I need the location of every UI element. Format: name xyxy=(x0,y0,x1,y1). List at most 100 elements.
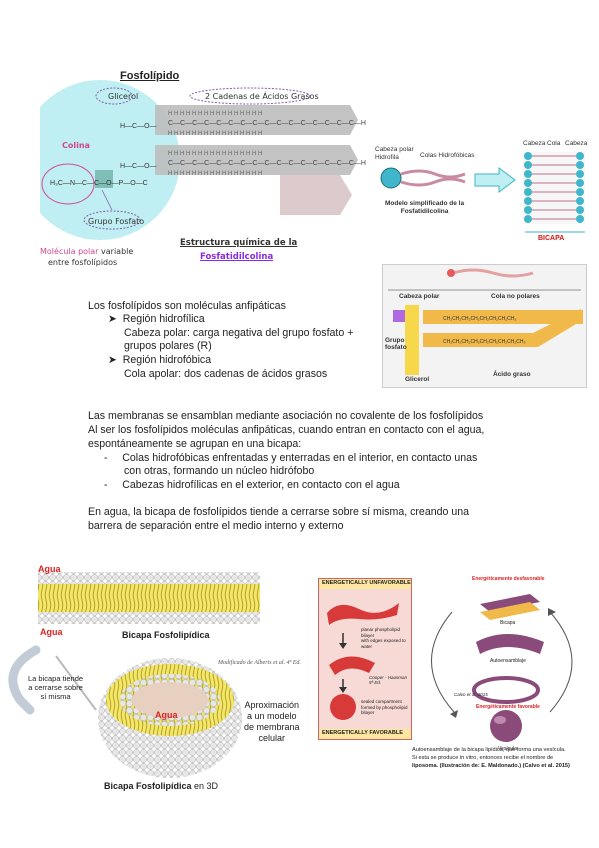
grupo-fosfato-label: Grupo Fosfato xyxy=(88,217,145,226)
choline-ellipse xyxy=(41,163,95,205)
glycerol-atoms: H—C—O— xyxy=(120,123,157,130)
bicapa-label: BICAPA xyxy=(538,235,565,242)
cola-no-polares-label: Cola no polares xyxy=(491,293,540,300)
agua-bottom-label: Agua xyxy=(40,627,63,637)
chain-2-atoms: C—C—C—C—C—C—C—C—C—C—C—C—C—C—C—C—H xyxy=(168,160,366,167)
colas-label: Colas Hidrofóbicas xyxy=(420,152,475,159)
glicerol-ellipse xyxy=(95,87,133,105)
arrow-right-icon xyxy=(474,167,516,193)
bullet-arrow-icon: ➤ xyxy=(108,313,123,325)
desfavorable-label: Energéticamente desfavorable xyxy=(472,576,545,582)
bilayer-tails xyxy=(532,155,576,220)
curving-bilayer xyxy=(329,656,375,675)
dash-item-1-text: Colas hidrofóbicas enfrentadas y enterra… xyxy=(122,452,478,464)
sealed-label: sealed compartment formed by phospholipi… xyxy=(361,699,408,716)
model-tail-1 xyxy=(400,169,466,179)
glicerol-label: Glicerol xyxy=(108,92,139,101)
fatty-acid-tail-kink xyxy=(280,175,352,215)
bullet-hidrofilica-text: Región hidrofílica xyxy=(122,313,205,325)
aprox-line4: celular xyxy=(258,733,286,743)
cycle-arrow-right xyxy=(549,611,573,713)
figure-energetica: ENERGETICALLY UNFAVORABLE planar phospho… xyxy=(318,578,412,740)
bicapa-label-6: Bicapa xyxy=(500,620,516,626)
aprox-line3: de membrana xyxy=(244,722,300,732)
chain-1-h-bot: H H H H H H H H H H H H H H H H xyxy=(168,131,262,137)
fosfatidilcolina-label: Fosfatidilcolina xyxy=(200,252,274,262)
mini-tail xyxy=(452,268,534,278)
agua-center-label: Agua xyxy=(155,710,178,720)
planar-label: planar phospholipid bilayer with edges e… xyxy=(361,627,411,649)
agua-line1: En agua, la bicapa de fosfolípidos tiend… xyxy=(88,506,470,518)
vesicle-inner-water xyxy=(132,682,208,718)
modificado-label: Modificado de Alberts et al. 4ª Ed. xyxy=(218,660,301,666)
cycle-arrowhead-right-icon xyxy=(548,608,556,616)
phosphate-highlight xyxy=(95,170,113,188)
aprox-line1: Aproximación xyxy=(244,700,300,710)
grupo-fosfato-label-3: Grupo fosfato xyxy=(385,337,407,351)
tiende-line2: a cerrarse sobre xyxy=(28,683,83,692)
glycerol-bar xyxy=(405,305,419,375)
cadenas-label: 2 Cadenas de Ácidos Grasos xyxy=(205,92,319,101)
caption-line3: liposoma. (Ilustración de: E. Maldonado.… xyxy=(412,763,570,769)
autoensamblaje-label: Autoensamblaje xyxy=(490,658,526,664)
entre-fosfolipidos-label: entre fosfolípidos xyxy=(48,258,118,267)
planar-bilayer xyxy=(327,603,399,625)
fav-label: ENERGETICALLY FAVORABLE xyxy=(322,730,403,736)
aproximacion-label: Aproximación a un modelo de membrana cel… xyxy=(244,700,300,744)
agua-line2: barrera de separación entre el medio int… xyxy=(88,520,344,532)
dash-bullet: - xyxy=(104,452,123,464)
molecula-polar-variable: variable xyxy=(98,247,134,256)
caption-line2: Si esta se produce in vitro, entonces re… xyxy=(412,755,554,761)
fav-footer-bg xyxy=(319,729,411,739)
caption-line1: Autoensamblaje de la bicapa lipídica, qu… xyxy=(412,747,566,753)
chain-2-text: CH₂CH₂CH₂CH₂CH₂CH₂CH₂CH₂CH₃ xyxy=(443,339,526,345)
unfav-header-bg xyxy=(319,579,411,589)
chain-1-h-top: H H H H H H H H H H H H H H H H xyxy=(168,111,262,117)
membranas-line3: espontáneamente se agrupan en una bicapa… xyxy=(88,438,302,450)
calvo-label: Calvo et al. 2015 xyxy=(454,692,488,697)
cabeza-polar-label: Cabeza polar Hidrofila xyxy=(375,146,414,162)
bullet-hidrofobica-text: Región hidrofóbica xyxy=(122,354,212,366)
arrow-down-1-head-icon xyxy=(339,643,347,649)
cadenas-ellipse xyxy=(189,87,311,105)
bicapa-3d-label: Bicapa Fosfolipídica en 3D xyxy=(104,781,218,791)
fosfato-pointer xyxy=(101,189,113,211)
figure-autoensamblaje: Energéticamente desfavorable Bicapa Auto… xyxy=(410,572,598,782)
agua-top-label: Agua xyxy=(38,564,61,574)
tiende-line1: La bicapa tiende xyxy=(28,674,84,683)
cycle-arrow-left xyxy=(431,611,455,713)
cabeza-cola-svg: CH₂CH₂CH₂CH₂CH₂CH₂CH₂CH₃ CH₂CH₂CH₂CH₂CH₂… xyxy=(388,268,583,375)
en-3d-text: en 3D xyxy=(191,781,219,791)
bilayer-bottom-heads xyxy=(38,612,260,624)
anfipaticas-intro: Los fosfolípidos son moléculas anfipátic… xyxy=(88,300,286,312)
figure-fosfolipido: C—C—C—C—C—C—C—C—C—C—C—C—C—C—C—C—H C—C—C—… xyxy=(20,60,370,280)
tiende-line3: sí misma xyxy=(40,692,71,701)
acyl-chain-1 xyxy=(423,310,583,324)
bilayer-heads-right xyxy=(576,152,584,223)
choline-atoms: H₃C—N—C—C—O—P—O—C xyxy=(50,180,148,187)
colina-label: Colina xyxy=(62,141,90,150)
bicapa-3d-text: Bicapa Fosfolipídica xyxy=(104,781,192,791)
ring-bilayer xyxy=(472,676,540,704)
bicapa-fosfolipidica-label: Bicapa Fosfolipídica xyxy=(122,630,210,640)
flat-bilayer-core xyxy=(480,602,540,620)
curving-bilayer-shape xyxy=(476,634,544,654)
chain-2-h-top: H H H H H H H H H H H H H H H H xyxy=(168,151,262,157)
fosfato-text: fosfato xyxy=(385,344,407,351)
cabeza-polar-line1: Cabeza polar: carga negativa del grupo f… xyxy=(124,327,354,339)
phosphate-box xyxy=(393,310,405,322)
membranas-line1: Las membranas se ensamblan mediante asoc… xyxy=(88,410,484,422)
modelo-label: Modelo simplificado de la Fosfatidilcoli… xyxy=(385,200,464,216)
vesicle-highlight xyxy=(494,716,506,724)
bilayer-tails xyxy=(38,584,260,612)
sealed-compartment xyxy=(330,694,356,720)
unfav-label: ENERGETICALLY UNFAVORABLE xyxy=(322,580,411,586)
acido-graso-label: Ácido graso xyxy=(493,371,531,378)
autoensamblaje-svg xyxy=(431,594,573,742)
bicapa-tiende-label: La bicapa tiende a cerrarse sobre sí mis… xyxy=(28,674,83,701)
mini-head xyxy=(447,269,455,277)
fosfatidilcolina-text: Fosfatidilcolina xyxy=(400,208,449,215)
model-head xyxy=(380,167,402,189)
molecula-polar-text: Molécula polar xyxy=(40,247,99,256)
dash-item-2: - Cabezas hidrofílicas en el exterior, e… xyxy=(104,479,400,492)
